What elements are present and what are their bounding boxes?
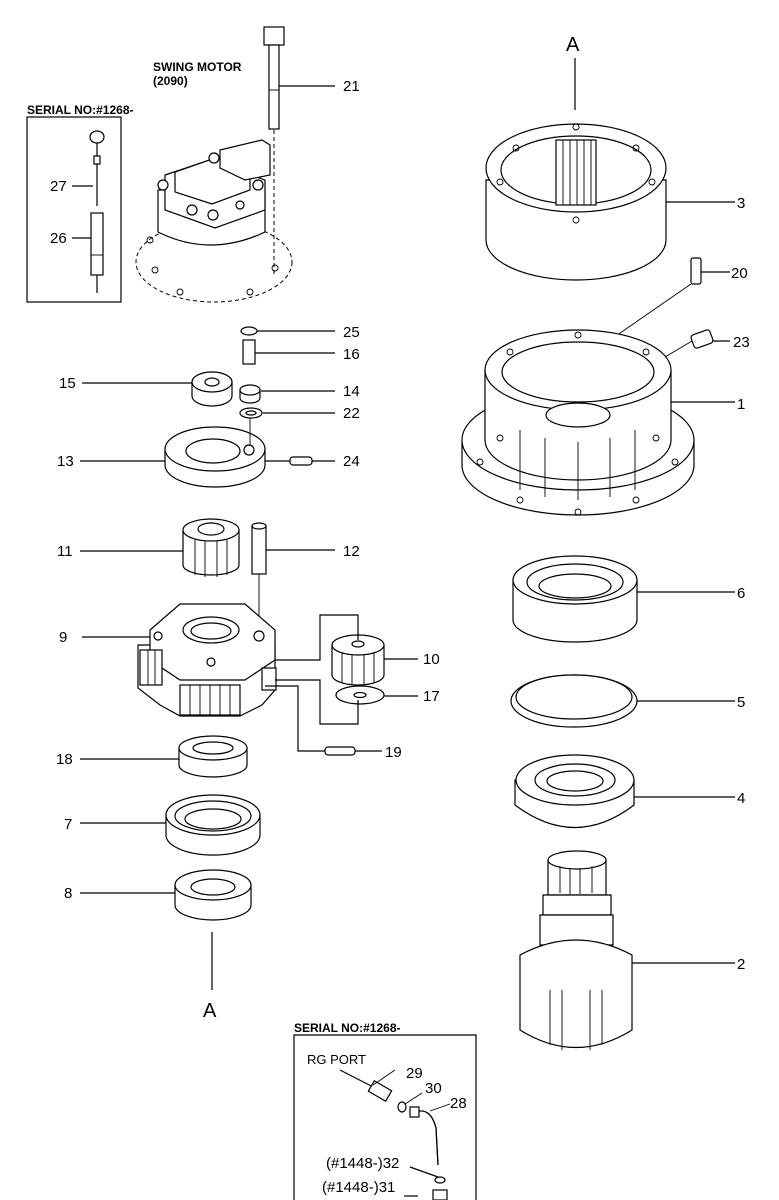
part-26-dipstick-tube [90, 212, 104, 293]
part-30-seal [397, 1092, 423, 1113]
part-1-housing [461, 329, 695, 516]
label-19: 19 [385, 744, 402, 761]
label-1: 1 [737, 396, 745, 413]
part-22-washer [239, 407, 263, 419]
part-16-pin [242, 339, 256, 365]
label-9: 9 [59, 629, 67, 646]
label-12: 12 [343, 543, 360, 560]
axis-label-bottom: A [203, 1000, 217, 1022]
swing-motor-caption: SWING MOTOR [153, 60, 242, 74]
label-11: 11 [57, 543, 73, 560]
rg-port-caption: RG PORT [307, 1052, 366, 1067]
part-14-small-gear [239, 384, 261, 404]
serial-bottom-frame [293, 1034, 477, 1200]
label-4: 4 [737, 790, 745, 807]
label-22: 22 [343, 405, 360, 422]
label-30: 30 [425, 1080, 442, 1097]
label-32: (#1448-)32 [326, 1155, 399, 1172]
label-26: 26 [50, 230, 67, 247]
serial-inset-frame [26, 116, 122, 303]
swing-motor-assembly: SWING MOTOR (2090) 21 [135, 26, 360, 303]
part-2-drive-shaft [519, 850, 633, 1050]
label-25: 25 [343, 324, 360, 341]
part-15-gear-hub [191, 371, 233, 407]
part-25-ring [240, 326, 258, 336]
label-17: 17 [423, 688, 440, 705]
label-3: 3 [737, 195, 745, 212]
label-20: 20 [731, 265, 748, 282]
part-28-pipe [409, 1103, 451, 1166]
part-4-seal [514, 754, 635, 829]
serial-inset-rg-port: SERIAL NO:#1268- RG PORT 29 30 28 (#1448… [293, 1021, 477, 1200]
label-8: 8 [64, 885, 72, 902]
label-28: 28 [450, 1095, 467, 1112]
part-20-pin [609, 257, 702, 341]
part-17-thrust-washer [335, 685, 385, 705]
part-5-o-ring [510, 674, 638, 728]
axis-label-top: A [566, 34, 580, 56]
part-31-plug [432, 1189, 448, 1200]
part-3-ring-gear [485, 123, 667, 281]
serial-inset-caption: SERIAL NO:#1268- [27, 103, 133, 117]
label-27: 27 [50, 178, 67, 195]
label-18: 18 [56, 751, 73, 768]
part-27-dipstick-handle [89, 130, 105, 206]
part-19-pin [324, 746, 356, 756]
part-7-bearing [165, 794, 261, 856]
part-18-spacer [178, 735, 248, 778]
label-21: 21 [343, 78, 360, 95]
part-21-bolt [263, 26, 285, 275]
part-23-plug [659, 329, 714, 361]
motor-body [146, 139, 279, 296]
label-7: 7 [64, 816, 72, 833]
part-9-planet-carrier [137, 603, 277, 717]
part-8-seal-ring [174, 869, 252, 921]
swing-motor-code: (2090) [153, 74, 188, 88]
label-15: 15 [59, 375, 76, 392]
part-32-ring [434, 1176, 446, 1184]
serial-inset-dipstick: SERIAL NO:#1268- 27 26 [26, 103, 133, 303]
part-11-sun-gear [182, 518, 240, 577]
label-14: 14 [343, 383, 360, 400]
small-pinion-stack: 25 16 15 14 22 [59, 324, 360, 422]
label-31: (#1448-)31 [322, 1179, 395, 1196]
part-6-bearing [512, 555, 638, 643]
label-13: 13 [57, 453, 74, 470]
label-2: 2 [737, 956, 745, 973]
label-29: 29 [406, 1065, 423, 1082]
label-5: 5 [737, 694, 745, 711]
part-10-planet-gear [331, 634, 385, 686]
label-24: 24 [343, 453, 360, 470]
part-24-pin [289, 456, 313, 466]
serial-bottom-caption: SERIAL NO:#1268- [294, 1021, 400, 1035]
label-23: 23 [733, 334, 750, 351]
bracket-lines [265, 614, 359, 752]
label-6: 6 [737, 585, 745, 602]
carrier-gear-teeth [139, 649, 277, 716]
label-16: 16 [343, 346, 360, 363]
part-29-fitting [367, 1069, 396, 1103]
label-10: 10 [423, 651, 440, 668]
part-13-carrier-plate [164, 418, 266, 488]
motor-flange-outline [135, 221, 293, 303]
